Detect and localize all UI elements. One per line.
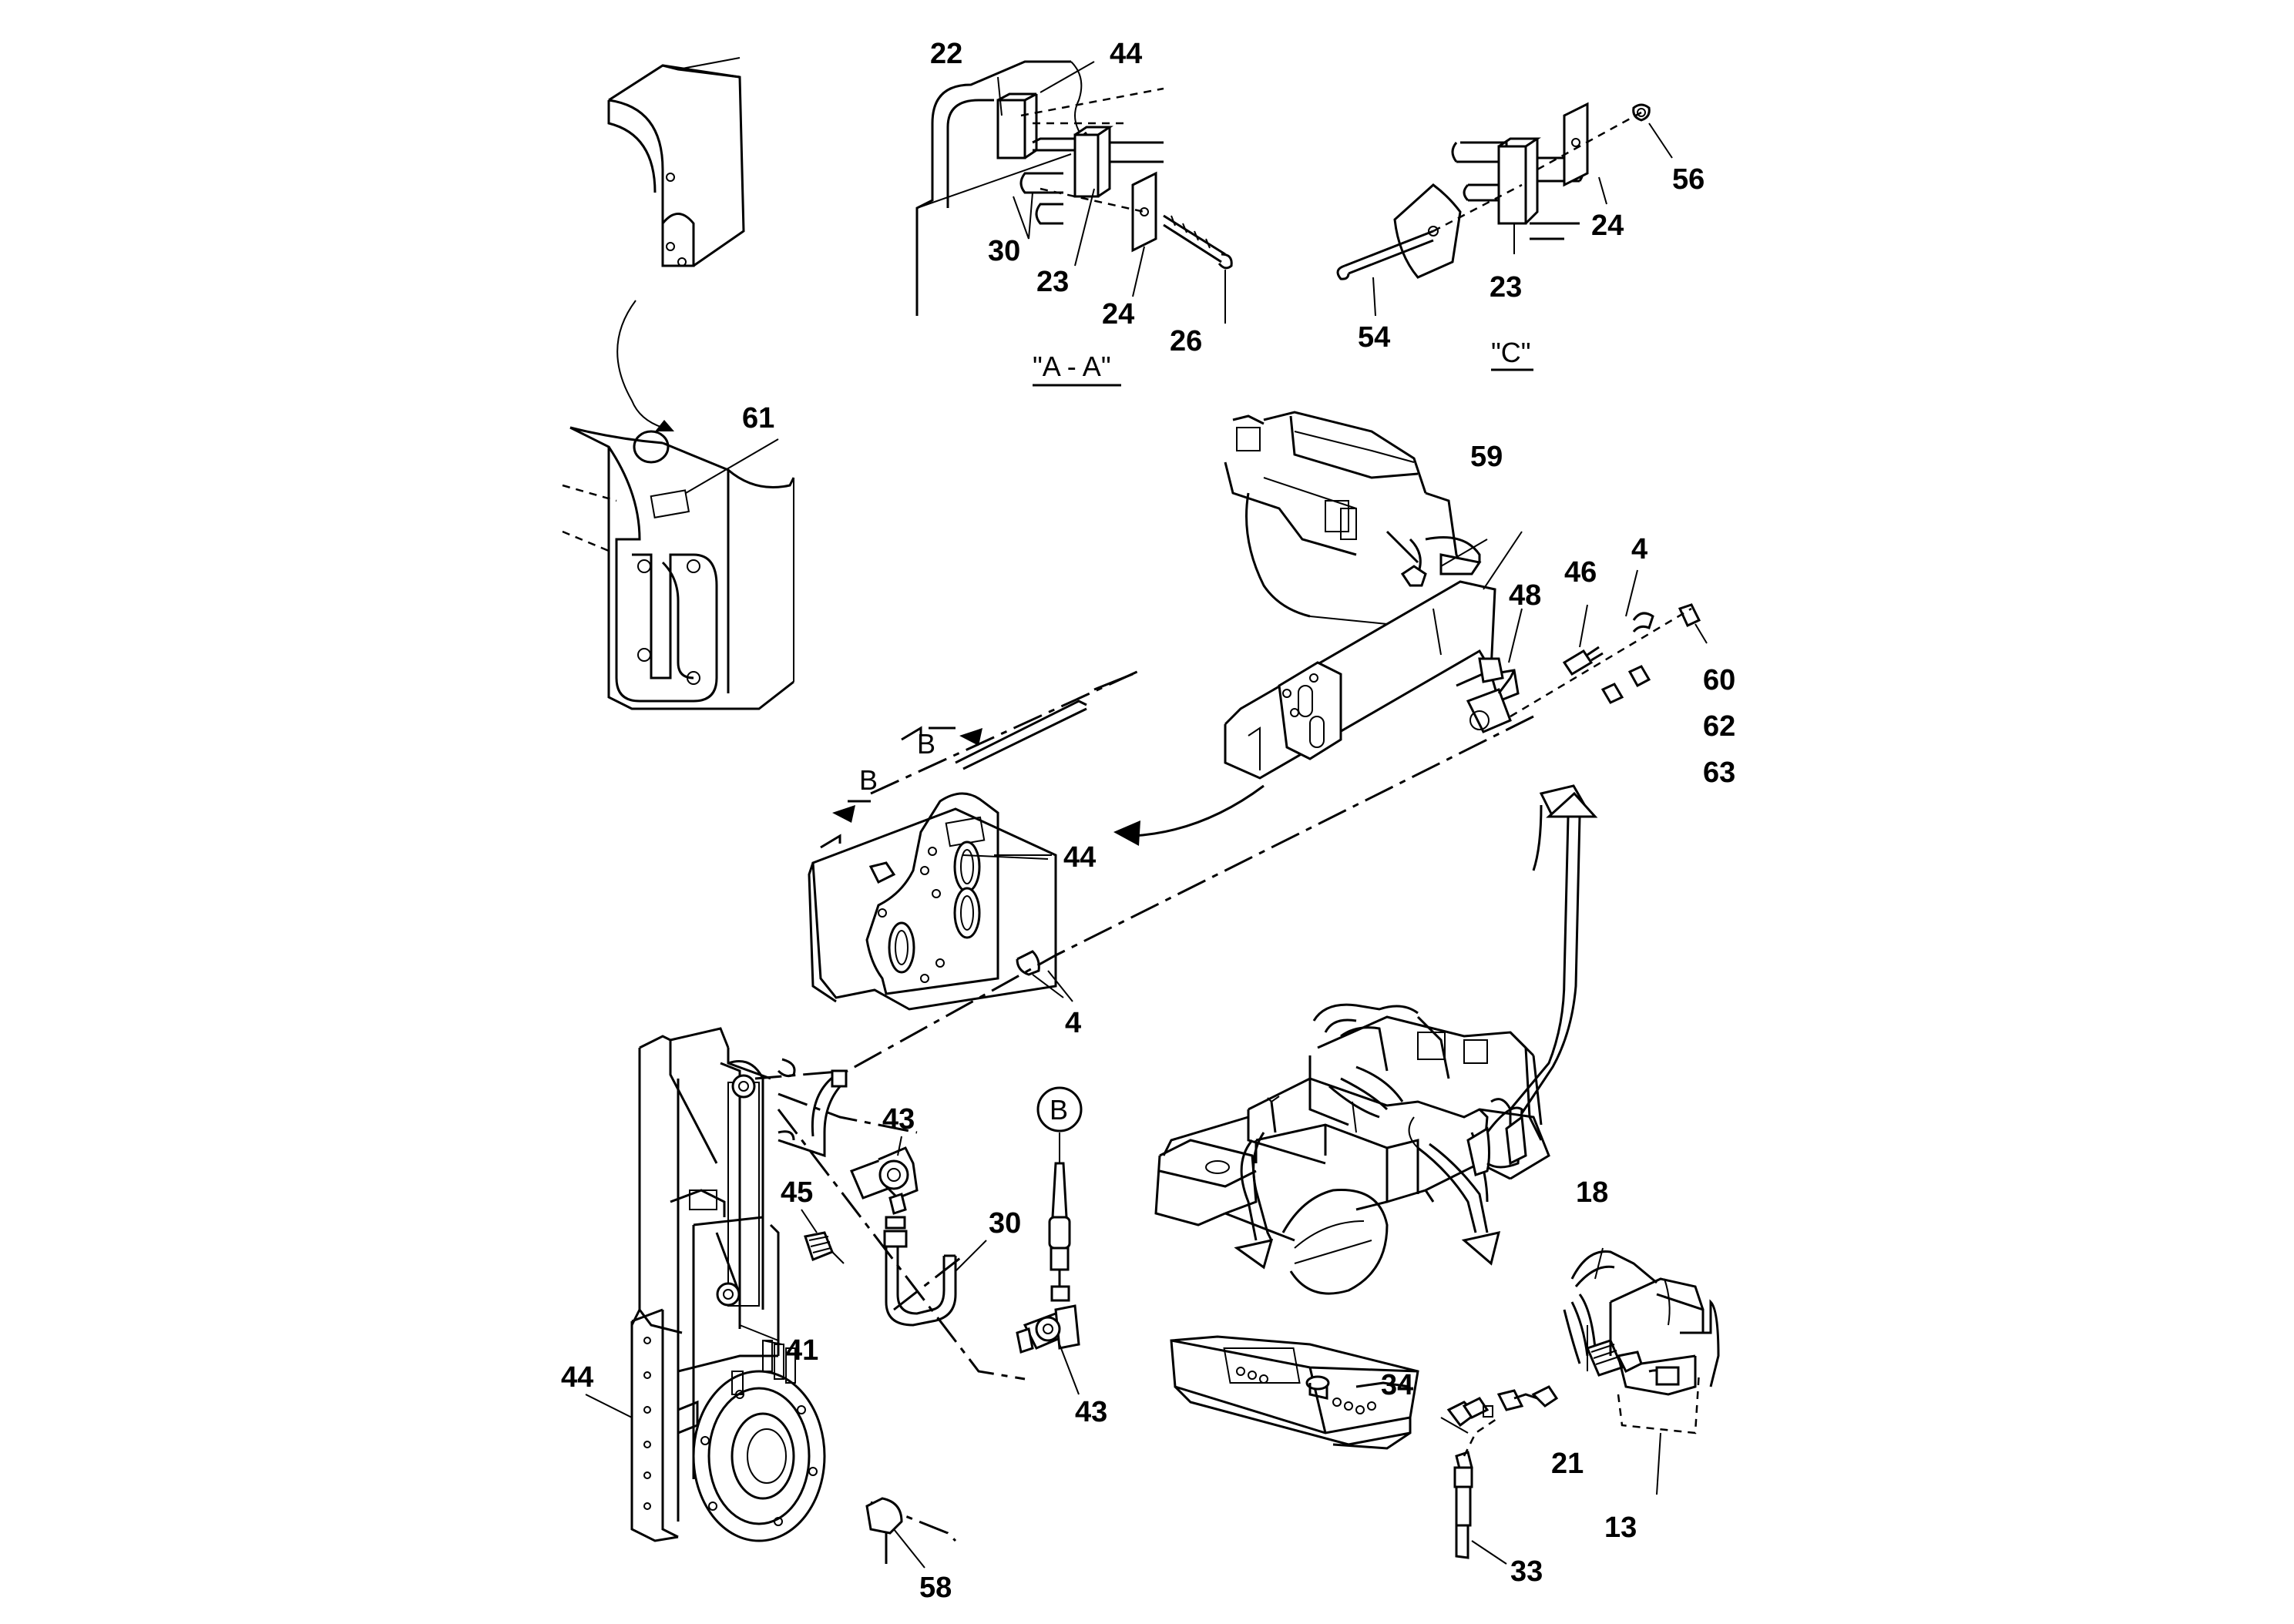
label-13: 13 xyxy=(1604,1512,1637,1544)
label-21: 21 xyxy=(1551,1448,1584,1480)
label-54: 54 xyxy=(1358,321,1390,354)
mounting-plate-assembly xyxy=(808,673,1134,1011)
box-and-hoses xyxy=(1563,1247,1720,1495)
label-24-c: 24 xyxy=(1591,210,1624,242)
label-44-bot: 44 xyxy=(561,1361,593,1394)
label-34: 34 xyxy=(1381,1369,1413,1401)
label-63: 63 xyxy=(1703,757,1735,789)
machine-overview xyxy=(1154,784,1598,1295)
label-59: 59 xyxy=(1470,441,1503,473)
callout-arrow-bracket xyxy=(1113,784,1265,846)
label-48: 48 xyxy=(1509,579,1541,612)
frame-corner-detail xyxy=(607,57,745,431)
label-4-mid: 4 xyxy=(1065,1007,1081,1039)
centerlines xyxy=(754,669,1534,1542)
label-62: 62 xyxy=(1703,710,1735,743)
callout-arrow-machine xyxy=(1532,804,1543,871)
label-58: 58 xyxy=(919,1572,952,1604)
label-43-bot: 43 xyxy=(1075,1396,1107,1428)
view-c-detail xyxy=(1336,102,1673,371)
label-61: 61 xyxy=(742,402,774,435)
label-18: 18 xyxy=(1576,1176,1608,1209)
label-33: 33 xyxy=(1510,1555,1543,1588)
label-23-top: 23 xyxy=(1036,266,1069,298)
view-c-title: "C" xyxy=(1491,337,1531,368)
section-aa-title: "A - A" xyxy=(1033,351,1111,382)
section-b-marker-left: B xyxy=(859,764,878,796)
actuator-column-assembly xyxy=(630,1027,903,1564)
section-b-circle-label: B xyxy=(1050,1094,1068,1126)
part-labels: 22 44 30 23 24 26 "A - A" 56 24 23 54 "C… xyxy=(561,38,1735,1604)
label-46: 46 xyxy=(1564,556,1597,589)
label-26: 26 xyxy=(1170,325,1202,357)
connector-fittings xyxy=(1440,1385,1559,1565)
label-60: 60 xyxy=(1703,664,1735,696)
tray-assembly xyxy=(1170,1335,1419,1450)
label-30-top: 30 xyxy=(988,235,1020,267)
section-b-marker-right: B xyxy=(917,728,935,760)
frame-plate-assembly xyxy=(562,426,795,710)
engine-frame-assembly xyxy=(1224,411,1708,780)
label-56: 56 xyxy=(1672,163,1705,196)
leader-lines xyxy=(585,438,1080,1569)
label-4-top: 4 xyxy=(1631,533,1647,565)
label-43-top: 43 xyxy=(882,1103,915,1136)
label-24-top: 24 xyxy=(1102,298,1134,331)
label-22: 22 xyxy=(930,38,962,70)
label-44-mid: 44 xyxy=(1063,841,1096,874)
label-23-c: 23 xyxy=(1490,271,1522,304)
label-30-mid: 30 xyxy=(989,1207,1021,1240)
hose-fittings xyxy=(778,1069,1083,1354)
label-41: 41 xyxy=(786,1334,818,1367)
label-44-top: 44 xyxy=(1110,38,1142,70)
section-aa-detail xyxy=(915,60,1233,387)
label-45: 45 xyxy=(781,1176,813,1209)
